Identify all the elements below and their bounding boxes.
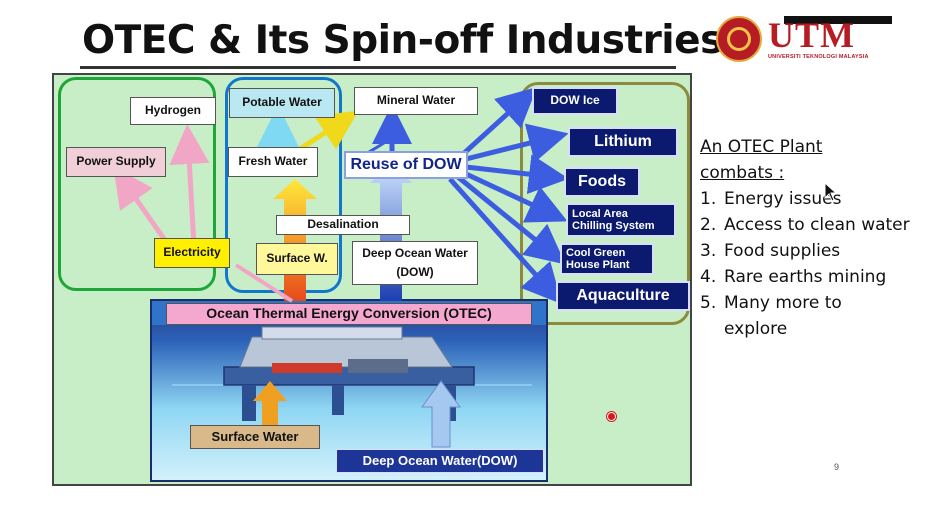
bullet-heading-line2: combats : bbox=[700, 163, 785, 183]
otec-banner: Ocean Thermal Energy Conversion (OTEC) bbox=[166, 303, 532, 325]
reuse-of-dow-box: Reuse of DOW bbox=[344, 151, 468, 179]
bullet-num: 2. bbox=[700, 215, 717, 235]
page-number: 9 bbox=[834, 462, 840, 472]
aquaculture-box: Aquaculture bbox=[556, 281, 690, 311]
water-group-frame bbox=[225, 77, 342, 293]
bullet-num: 1. bbox=[700, 189, 717, 209]
power-supply-box: Power Supply bbox=[66, 147, 166, 177]
cool-green-house-box: Cool Green House Plant bbox=[560, 243, 654, 275]
bullet-num: 3. bbox=[700, 241, 717, 261]
title-underline bbox=[80, 66, 676, 69]
surface-water-label: Surface Water bbox=[190, 425, 320, 449]
slide-title: OTEC & Its Spin-off Industries bbox=[82, 18, 723, 63]
otec-diagram: Hydrogen Power Supply Electricity Potabl… bbox=[52, 73, 692, 486]
electricity-box: Electricity bbox=[154, 238, 230, 268]
deep-ocean-water-box: Deep Ocean Water (DOW) bbox=[352, 241, 478, 285]
local-area-line2: Chilling System bbox=[572, 220, 655, 232]
bullet-text: Food supplies bbox=[724, 241, 841, 261]
dow-line2: (DOW) bbox=[396, 265, 434, 279]
bullet-num: 4. bbox=[700, 267, 717, 287]
local-area-chilling-box: Local Area Chilling System bbox=[566, 203, 676, 237]
logo-text: UTM bbox=[768, 15, 855, 55]
laser-pointer-dot bbox=[607, 412, 616, 421]
dow-products-frame bbox=[520, 82, 690, 325]
bullet-heading-line1: An OTEC Plant bbox=[700, 137, 823, 157]
hydrogen-box: Hydrogen bbox=[130, 97, 216, 125]
fresh-water-box: Fresh Water bbox=[228, 147, 318, 177]
bullet-text: Many more to explore bbox=[724, 293, 842, 339]
bullet-text: Rare earths mining bbox=[724, 267, 887, 287]
energy-group-frame bbox=[58, 77, 216, 291]
bullet-item: 5. Many more to explore bbox=[700, 290, 910, 342]
utm-logo: UTM UNIVERSITI TEKNOLOGI MALAYSIA bbox=[716, 14, 896, 64]
bullet-item: 1. Energy issues bbox=[700, 186, 910, 212]
bullet-item: 2. Access to clean water bbox=[700, 212, 910, 238]
local-area-line1: Local Area bbox=[572, 207, 628, 220]
foods-box: Foods bbox=[564, 167, 640, 197]
bullet-text: Energy issues bbox=[724, 189, 842, 209]
logo-subtitle: UNIVERSITI TEKNOLOGI MALAYSIA bbox=[768, 54, 869, 60]
dow-ice-box: DOW Ice bbox=[532, 87, 618, 115]
lithium-box: Lithium bbox=[568, 127, 678, 157]
deep-ocean-water-dow-label: Deep Ocean Water(DOW) bbox=[336, 449, 544, 473]
bullet-text: Access to clean water bbox=[724, 215, 910, 235]
cool-green-line1: Cool Green bbox=[566, 246, 626, 259]
bullet-list: An OTEC Plant combats : 1.Energy issues … bbox=[700, 134, 910, 342]
cool-green-line2: House Plant bbox=[566, 259, 630, 271]
mouse-pointer-icon bbox=[824, 182, 838, 202]
top-bar bbox=[784, 16, 892, 24]
desalination-box: Desalination bbox=[276, 215, 410, 235]
dow-line1: Deep Ocean Water bbox=[362, 245, 468, 260]
mineral-water-box: Mineral Water bbox=[354, 87, 478, 115]
potable-water-box: Potable Water bbox=[229, 88, 335, 118]
bullet-item: 3. Food supplies bbox=[700, 238, 910, 264]
bullet-num: 5. bbox=[700, 293, 717, 313]
surface-w-box: Surface W. bbox=[256, 243, 338, 275]
bullet-item: 4. Rare earths mining bbox=[700, 264, 910, 290]
utm-seal-icon bbox=[716, 16, 762, 62]
